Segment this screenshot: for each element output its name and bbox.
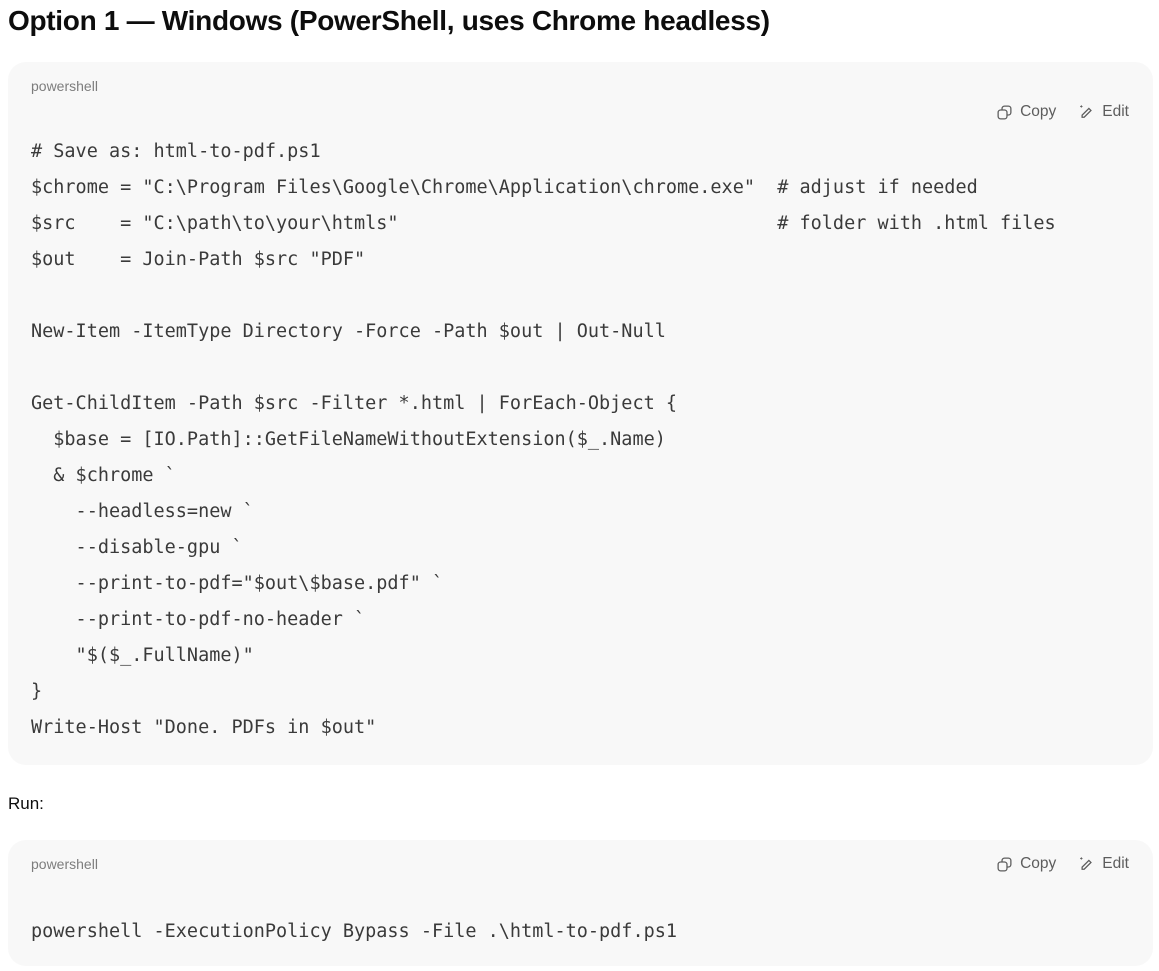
edit-icon xyxy=(1078,856,1095,873)
code-actions: Copy Edit xyxy=(31,100,1129,124)
copy-button[interactable]: Copy xyxy=(996,852,1056,876)
section-heading: Option 1 — Windows (PowerShell, uses Chr… xyxy=(8,5,770,36)
code-content: # Save as: html-to-pdf.ps1 $chrome = "C:… xyxy=(31,141,1056,738)
edit-icon xyxy=(1078,104,1095,121)
code-block-header: powershell Copy xyxy=(31,852,1129,876)
code-language-label: powershell xyxy=(31,856,98,872)
edit-button[interactable]: Edit xyxy=(1078,852,1129,876)
code-content: powershell -ExecutionPolicy Bypass -File… xyxy=(31,921,678,942)
copy-button-label: Copy xyxy=(1020,103,1057,120)
copy-button[interactable]: Copy xyxy=(996,100,1056,124)
code-language-label: powershell xyxy=(31,78,98,94)
code-block-script: powershell Copy Edit xyxy=(8,62,1153,765)
copy-icon xyxy=(996,104,1013,121)
code-block-run-command: powershell Copy xyxy=(8,840,1153,966)
copy-icon xyxy=(996,856,1013,873)
edit-button[interactable]: Edit xyxy=(1078,100,1129,124)
edit-button-label: Edit xyxy=(1102,855,1129,872)
run-label: Run: xyxy=(8,794,44,813)
copy-button-label: Copy xyxy=(1020,855,1057,872)
code-actions: Copy Edit xyxy=(996,852,1129,876)
edit-button-label: Edit xyxy=(1102,103,1129,120)
